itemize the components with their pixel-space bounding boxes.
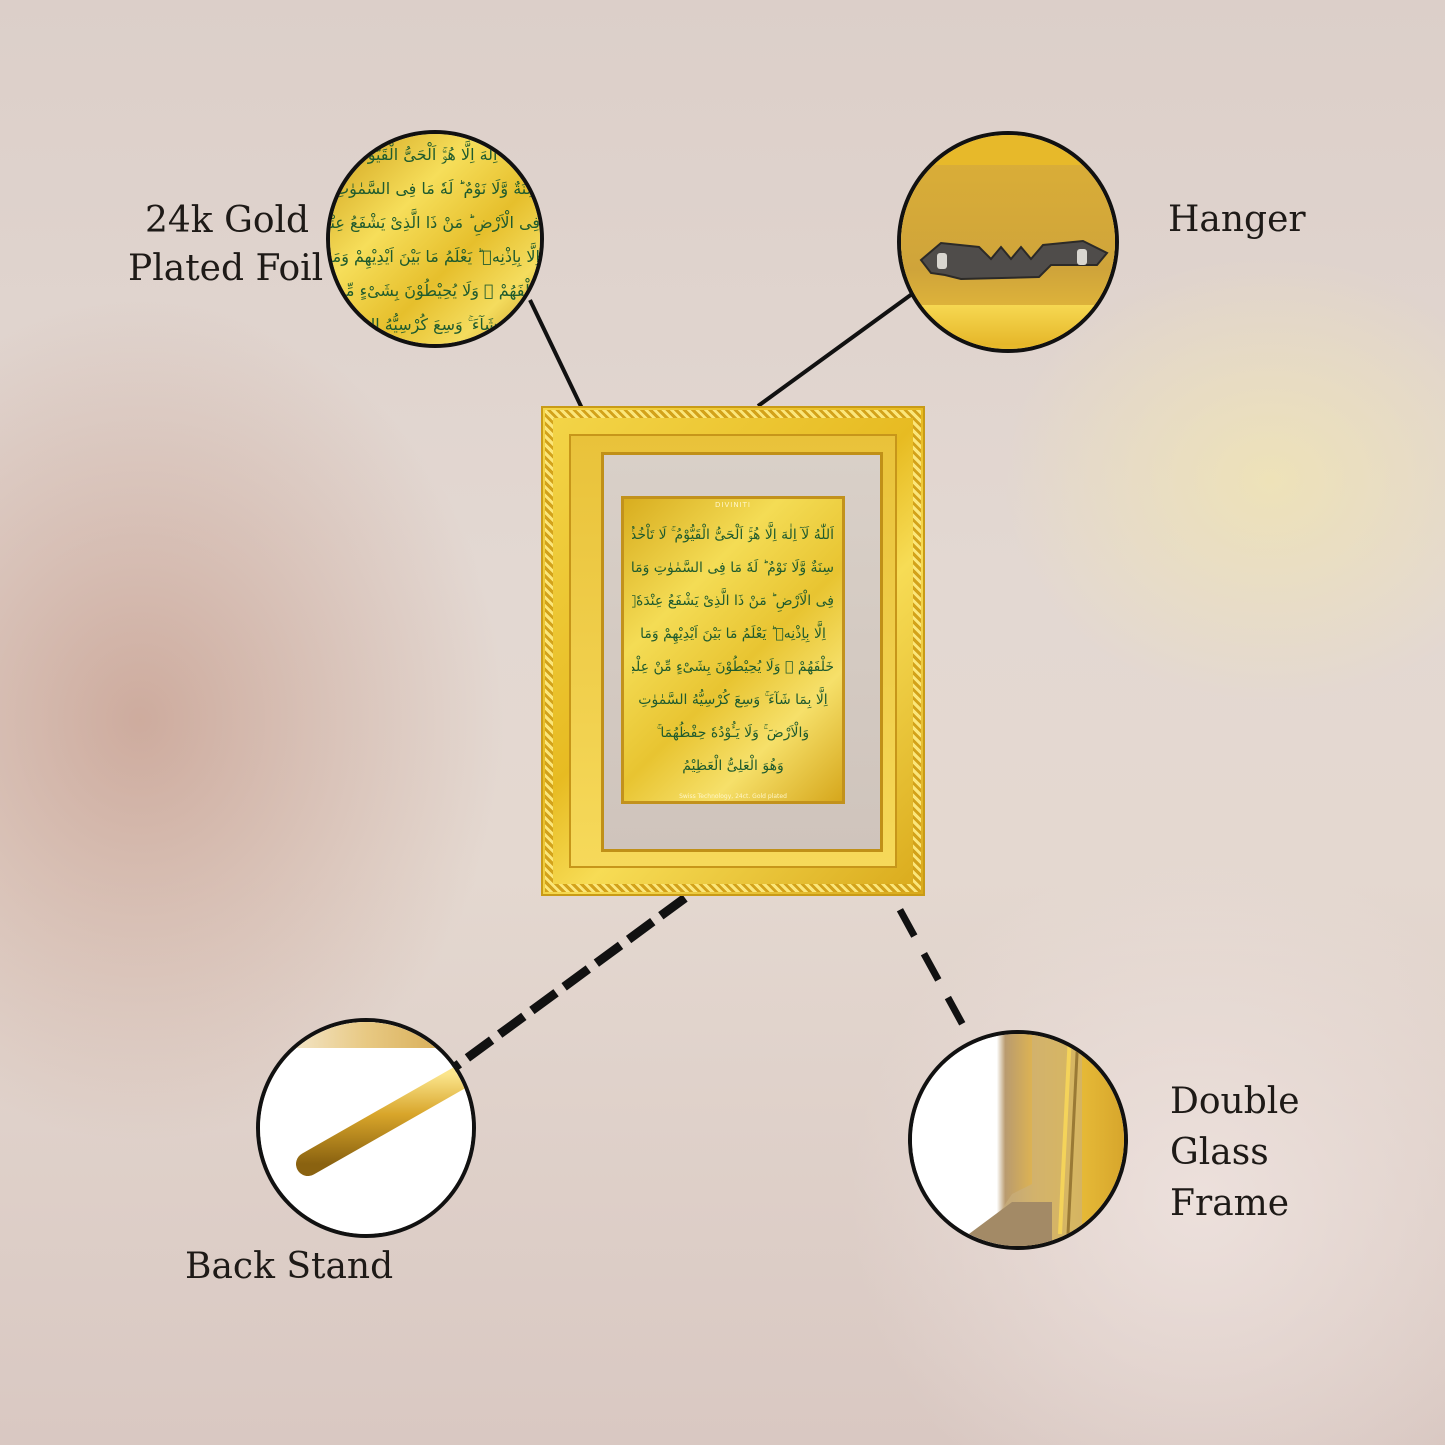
double-glass-edge-icon — [908, 1030, 1128, 1250]
plate-brand: DIVINITI — [715, 501, 751, 509]
stand-connector-line — [437, 894, 688, 1082]
plate-line: سِنَةٌ وَّلَا نَوْمٌ ؕ لَهٗ مَا فِی السَ… — [632, 560, 834, 576]
plate-line: وَالْاَرْضَ ۚ وَلَا یَـُٔوْدُهٗ حِفْظُهُ… — [656, 725, 810, 741]
foil-script-line: خَلْفَهُمْ ۚ وَلَا یُحِیْطُوْنَ بِشَیْءٍ… — [330, 281, 540, 300]
gold-foil-closeup-icon: اَللّٰهُ لَآ اِلٰهَ اِلَّا هُوَۚ اَلْحَی… — [326, 130, 544, 348]
foil-script-line: اِلَّا بِاِذْنِهٖ ؕ یَعْلَمُ مَا بَیْنَ … — [327, 247, 540, 266]
foil-script: اَللّٰهُ لَآ اِلٰهَ اِلَّا هُوَۚ اَلْحَی… — [330, 134, 540, 342]
plate-footer: Swiss Technology, 24ct. Gold plated — [679, 793, 787, 800]
plate-line: وَهُوَ الْعَلِیُّ الْعَظِیْمُ — [682, 758, 784, 774]
foil-script-line: اَللّٰهُ لَآ اِلٰهَ اِلَّا هُوَۚ اَلْحَی… — [326, 145, 540, 164]
foil-label-line1: 24k Gold — [145, 200, 310, 241]
stand-frame-edge — [260, 1022, 472, 1048]
plate-line: فِی الْاَرْضِ ؕ مَنْ ذَا الَّذِیْ یَشْفَ… — [632, 593, 834, 609]
plate-line: اِلَّا بِمَا شَآءَ ۚ وَسِعَ كُرْسِیُّهُ … — [638, 692, 828, 708]
hanger-bracket — [919, 239, 1109, 281]
glass-label-line1: Double — [1170, 1081, 1300, 1122]
glass-label: Double Glass Frame — [1170, 1076, 1300, 1229]
brass-back-stand-icon — [256, 1018, 476, 1238]
plate-line: اَللّٰهُ لَآ اِلٰهَ اِلَّا هُوَۚ اَلْحَی… — [632, 527, 834, 543]
hanger-label: Hanger — [1168, 199, 1306, 240]
gold-plate: DIVINITI اَللّٰهُ لَآ اِلٰهَ اِلَّا هُوَ… — [621, 496, 845, 804]
back-stand-label: Back Stand — [185, 1246, 394, 1287]
foil-label: 24k Gold — [145, 196, 309, 245]
foil-label-2: Plated Foil — [128, 244, 323, 293]
brass-rod — [296, 1062, 472, 1176]
foil-script-line: اِلَّا بِمَا شَآءَ ۚ وَسِعَ كُرْسِیُّهُ … — [326, 315, 540, 334]
plate-line: اِلَّا بِاِذْنِهٖ ؕ یَعْلَمُ مَا بَیْنَ … — [640, 626, 826, 642]
foil-script-line: سِنَةٌ وَّلَا نَوْمٌ ؕ لَهٗ مَا فِی السَ… — [326, 179, 540, 198]
hanger-rail — [901, 305, 1115, 345]
foil-script-line: فِی الْاَرْضِ ؕ مَنْ ذَا الَّذِیْ یَشْفَ… — [326, 213, 540, 232]
glass-connector-line — [848, 820, 974, 1040]
glass-label-line2: Glass — [1170, 1132, 1269, 1173]
glass-edge-detail — [952, 1034, 1082, 1246]
plate-line: خَلْفَهُمْ ۚ وَلَا یُحِیْطُوْنَ بِشَیْءٍ… — [632, 659, 834, 675]
foil-label-line2: Plated Foil — [128, 248, 324, 289]
sawtooth-hanger-icon — [897, 131, 1119, 353]
foil-background — [330, 134, 540, 344]
glass-label-line3: Frame — [1170, 1183, 1290, 1224]
hanger-connector-line — [756, 292, 914, 408]
hanger-board — [901, 165, 1115, 315]
